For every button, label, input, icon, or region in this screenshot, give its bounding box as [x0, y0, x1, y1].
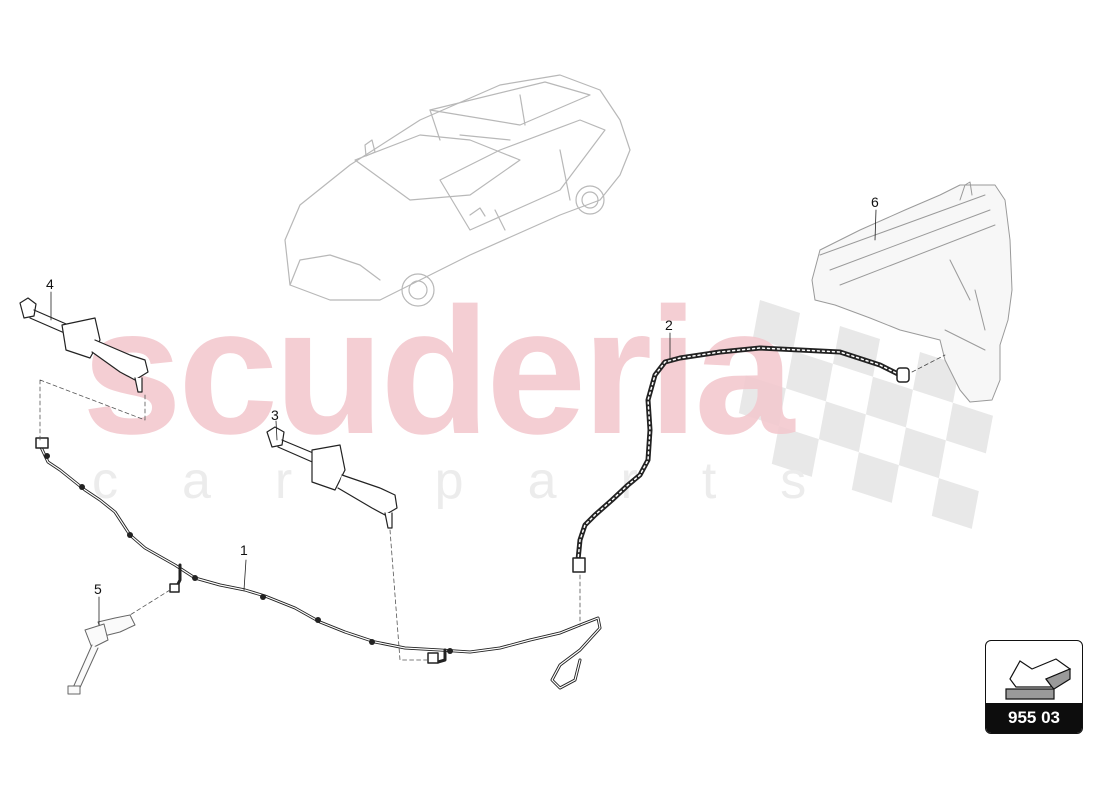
- vehicle-overview: [284, 74, 631, 307]
- washer-reservoir: [811, 181, 1013, 403]
- section-code: 955 03: [986, 703, 1082, 733]
- callout-4[interactable]: 4: [46, 276, 54, 292]
- hose-elbow-connector: [896, 367, 910, 383]
- corrugated-hose: [575, 345, 903, 563]
- section-badge: 955 03: [985, 640, 1083, 734]
- watermark-scuderia: scuderia: [82, 271, 794, 472]
- line-clips: [44, 453, 453, 654]
- headlight-washer-nozzle-left: [19, 297, 149, 393]
- watermark-car-parts: car parts: [92, 452, 871, 510]
- callout-3[interactable]: 3: [271, 407, 279, 423]
- headlight-washer-nozzle-right: [266, 426, 398, 529]
- callout-1[interactable]: 1: [240, 542, 248, 558]
- callout-5[interactable]: 5: [94, 581, 102, 597]
- arrow-icon: [1005, 658, 1072, 700]
- hose-end-fitting: [572, 557, 586, 573]
- washer-jet: [67, 614, 136, 695]
- callout-6[interactable]: 6: [871, 194, 879, 210]
- callout-2[interactable]: 2: [665, 317, 673, 333]
